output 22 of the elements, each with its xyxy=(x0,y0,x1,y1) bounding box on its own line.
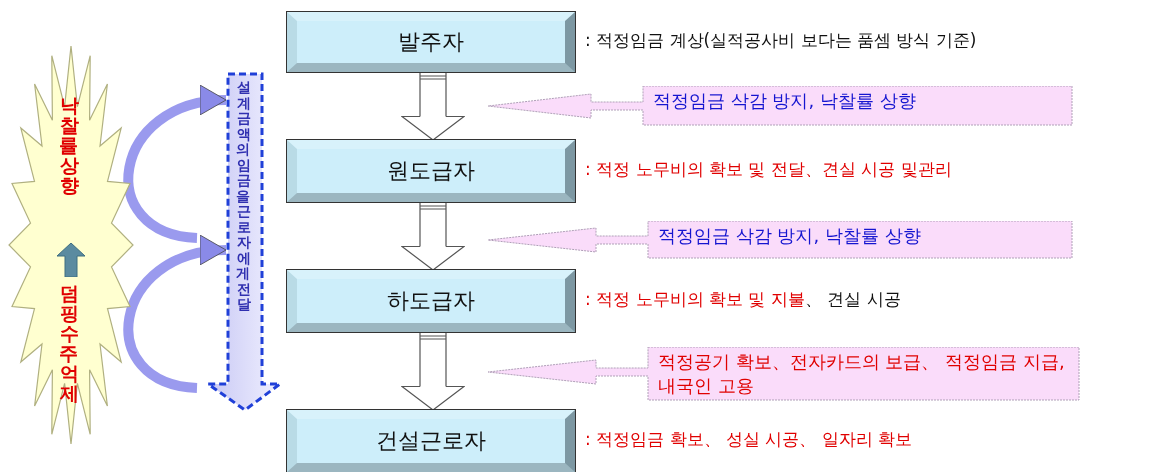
box-label: 발주자 xyxy=(398,28,464,56)
callout-text: 적정임금 삭감 방지, 낙찰률 상향 xyxy=(658,224,922,248)
description-text: : 적정임금 확보、 성실 시공、 일자리 확보 xyxy=(585,429,913,449)
vertical-text: 낙찰률 상향 xyxy=(59,95,81,195)
callout-text: 적정공기 확보、전자카드의 보급、 적정임금 지급, 내국인 고용 xyxy=(658,350,1066,398)
description-text: : 적정 노무비의 확보 및 전달、견실 시공 및관리 xyxy=(585,159,952,179)
callout-box xyxy=(488,347,1080,401)
description-text: 、 견실 시공 xyxy=(804,289,901,309)
dashed-arrow xyxy=(206,72,282,412)
starburst-shape xyxy=(8,45,134,445)
curved-arrow xyxy=(123,237,227,393)
description-text: : 적정임금 계상(실적공사비 보다는 품셈 방식 기준) xyxy=(585,30,977,50)
callout-box xyxy=(488,221,1073,259)
description-text: : 적정 노무비의 확보 및 지불 xyxy=(585,289,805,309)
box-label: 원도급자 xyxy=(387,157,475,185)
vertical-text: 설계금액의 임금을 근로자에게 전달 xyxy=(236,80,253,313)
vertical-text: 덤핑수주 억제 xyxy=(59,283,81,403)
callout-box xyxy=(488,86,1073,126)
box-label: 하도급자 xyxy=(387,287,475,315)
box-label: 건설근로자 xyxy=(376,427,486,455)
curved-arrow xyxy=(123,87,227,243)
callout-text: 적정임금 삭감 방지, 낙찰률 상향 xyxy=(653,89,917,113)
